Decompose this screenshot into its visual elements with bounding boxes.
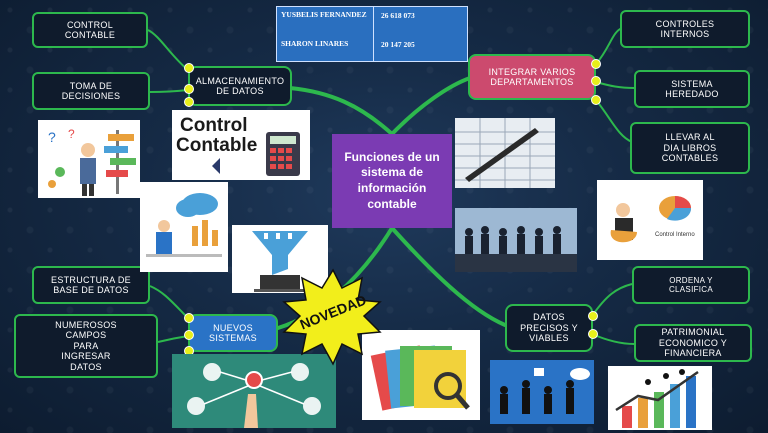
central-topic: Funciones de un sistema de información c… bbox=[332, 134, 452, 228]
branch-controles-internos bbox=[595, 27, 623, 65]
control-interno-caption: Control Interno bbox=[655, 232, 695, 238]
node-dot bbox=[184, 313, 194, 323]
branch-control-contable bbox=[147, 29, 189, 71]
table-divider bbox=[373, 7, 374, 61]
node-dot bbox=[184, 330, 194, 340]
student-id: 20 147 205 bbox=[381, 40, 415, 49]
data-funnel-image bbox=[232, 225, 328, 293]
leaf-patrimonial: PATRIMONIAL ECONOMICO Y FINANCIERA bbox=[634, 324, 752, 362]
branch-center-integrar bbox=[390, 76, 472, 136]
student-name: SHARON LINARES bbox=[281, 39, 349, 48]
office-team-image bbox=[455, 208, 577, 272]
control-contable-logo-image: Control Contable bbox=[172, 110, 310, 180]
student-name: YUSBELIS FERNANDEZ bbox=[281, 10, 367, 19]
data-people-image bbox=[490, 360, 594, 424]
leaf-ordena-clasifica: ORDENA Y CLASIFICA bbox=[632, 266, 750, 304]
node-dot bbox=[591, 59, 601, 69]
hub-almacenamiento-de-datos: ALMACENAMIENTO DE DATOS bbox=[188, 66, 292, 106]
svg-text:?: ? bbox=[48, 129, 56, 145]
control-interno-image: Control Interno bbox=[597, 180, 703, 260]
spreadsheet-pen-image bbox=[455, 118, 555, 188]
hub-datos-precisos: DATOS PRECISOS Y VIABLES bbox=[505, 304, 593, 352]
node-dot bbox=[184, 97, 194, 107]
branch-estructura bbox=[149, 285, 189, 319]
branch-center-datos bbox=[390, 226, 507, 327]
node-dot bbox=[591, 76, 601, 86]
branch-toma-decisiones bbox=[149, 89, 189, 93]
leaf-numerosos-campos: NUMEROSOS CAMPOS PARA INGRESAR DATOS bbox=[14, 314, 158, 378]
leaf-toma-decisiones: TOMA DE DECISIONES bbox=[32, 72, 150, 110]
student-info-table: YUSBELIS FERNANDEZ 26 618 073 SHARON LIN… bbox=[276, 6, 468, 62]
leaf-controles-internos: CONTROLES INTERNOS bbox=[620, 10, 750, 48]
decision-person-image: ? ? bbox=[38, 120, 140, 198]
touch-interface-image bbox=[172, 354, 336, 428]
node-dot bbox=[588, 329, 598, 339]
cloud-analytics-image bbox=[140, 182, 228, 272]
leaf-llevar-libros: LLEVAR AL DIA LIBROS CONTABLES bbox=[630, 122, 750, 174]
node-dot bbox=[591, 95, 601, 105]
hub-integrar-departamentos: INTEGRAR VARIOS DEPARTAMENTOS bbox=[468, 54, 596, 100]
node-dot bbox=[184, 84, 194, 94]
logo-line-2: Contable bbox=[176, 135, 258, 156]
leaf-estructura-base-datos: ESTRUCTURA DE BASE DE DATOS bbox=[32, 266, 150, 304]
leaf-sistema-heredado: SISTEMA HEREDADO bbox=[634, 70, 750, 108]
logo-line-1: Control bbox=[180, 115, 248, 136]
branch-sistema-heredado bbox=[595, 81, 635, 89]
branch-ordena bbox=[591, 283, 633, 317]
file-folders-image bbox=[362, 330, 480, 420]
branch-llevar-libros bbox=[595, 99, 633, 143]
branch-center-almacenamiento bbox=[288, 86, 394, 136]
leaf-control-contable: CONTROL CONTABLE bbox=[32, 12, 148, 48]
node-dot bbox=[184, 63, 194, 73]
branch-patrimonial bbox=[591, 333, 635, 345]
hub-nuevos-sistemas: NUEVOS SISTEMAS bbox=[188, 314, 278, 352]
svg-text:?: ? bbox=[68, 127, 75, 141]
node-dot bbox=[588, 311, 598, 321]
growth-chart-image bbox=[608, 366, 712, 430]
student-id: 26 618 073 bbox=[381, 11, 415, 20]
